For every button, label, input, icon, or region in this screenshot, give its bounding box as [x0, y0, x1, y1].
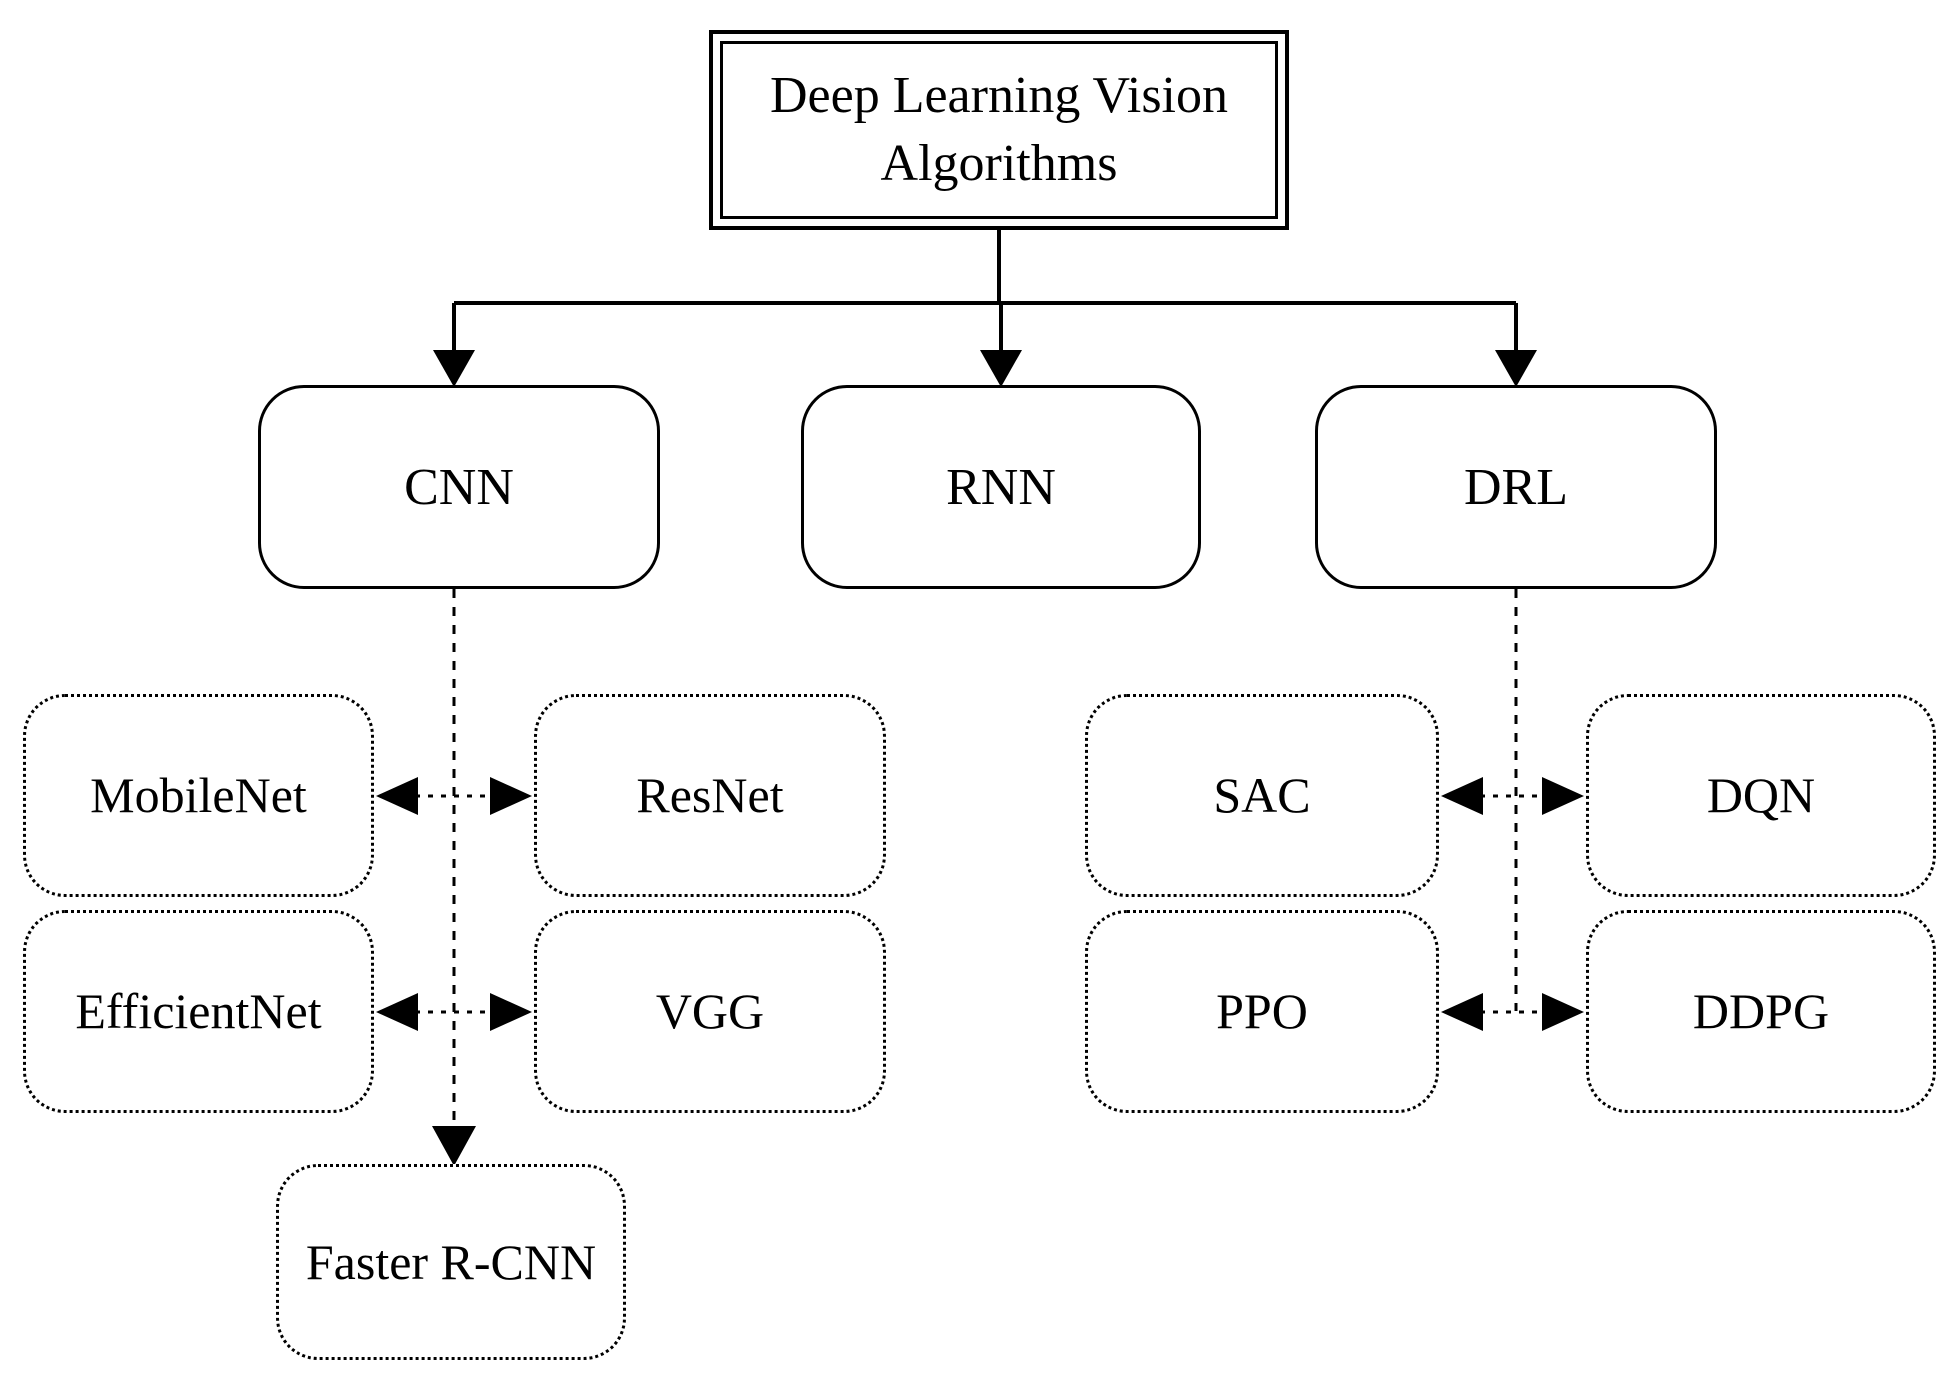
arrowhead-left-efficientnet-icon [376, 993, 418, 1031]
node-mobilenet-label: MobileNet [90, 767, 307, 824]
node-rnn-label: RNN [946, 458, 1056, 516]
node-dqn-label: DQN [1706, 767, 1816, 824]
node-efficientnet: EfficientNet [23, 910, 374, 1113]
root-title-label: Deep Learning Vision Algorithms [769, 67, 1229, 192]
node-drl-label: DRL [1464, 458, 1568, 516]
node-cnn: CNN [258, 385, 660, 589]
node-vgg-label: VGG [655, 983, 765, 1040]
node-faster-rcnn: Faster R-CNN [276, 1164, 626, 1360]
node-rnn: RNN [801, 385, 1201, 589]
arrowhead-down-rnn-icon [980, 350, 1022, 387]
node-resnet-label: ResNet [636, 767, 784, 824]
node-ppo: PPO [1085, 910, 1439, 1113]
arrowhead-down-faster-rcnn-icon [432, 1126, 476, 1166]
node-root-title: Deep Learning Vision Algorithms [709, 30, 1289, 230]
arrowhead-right-dqn-icon [1542, 777, 1584, 815]
node-drl: DRL [1315, 385, 1717, 589]
arrowhead-down-drl-icon [1495, 350, 1537, 387]
node-cnn-label: CNN [404, 458, 514, 516]
arrowhead-left-ppo-icon [1441, 993, 1483, 1031]
node-faster-rcnn-label: Faster R-CNN [305, 1233, 597, 1290]
node-ppo-label: PPO [1216, 983, 1308, 1040]
node-resnet: ResNet [534, 694, 886, 897]
arrowhead-down-cnn-icon [433, 350, 475, 387]
arrowhead-right-ddpg-icon [1542, 993, 1584, 1031]
arrowhead-right-resnet-icon [490, 777, 532, 815]
node-sac: SAC [1085, 694, 1439, 897]
node-mobilenet: MobileNet [23, 694, 374, 897]
node-vgg: VGG [534, 910, 886, 1113]
node-sac-label: SAC [1213, 767, 1311, 824]
node-ddpg-label: DDPG [1692, 983, 1830, 1040]
node-dqn: DQN [1586, 694, 1936, 897]
node-root-title-inner: Deep Learning Vision Algorithms [720, 41, 1278, 219]
node-ddpg: DDPG [1586, 910, 1936, 1113]
arrowhead-right-vgg-icon [490, 993, 532, 1031]
arrowhead-left-mobilenet-icon [376, 777, 418, 815]
arrowhead-left-sac-icon [1441, 777, 1483, 815]
node-efficientnet-label: EfficientNet [75, 983, 322, 1040]
